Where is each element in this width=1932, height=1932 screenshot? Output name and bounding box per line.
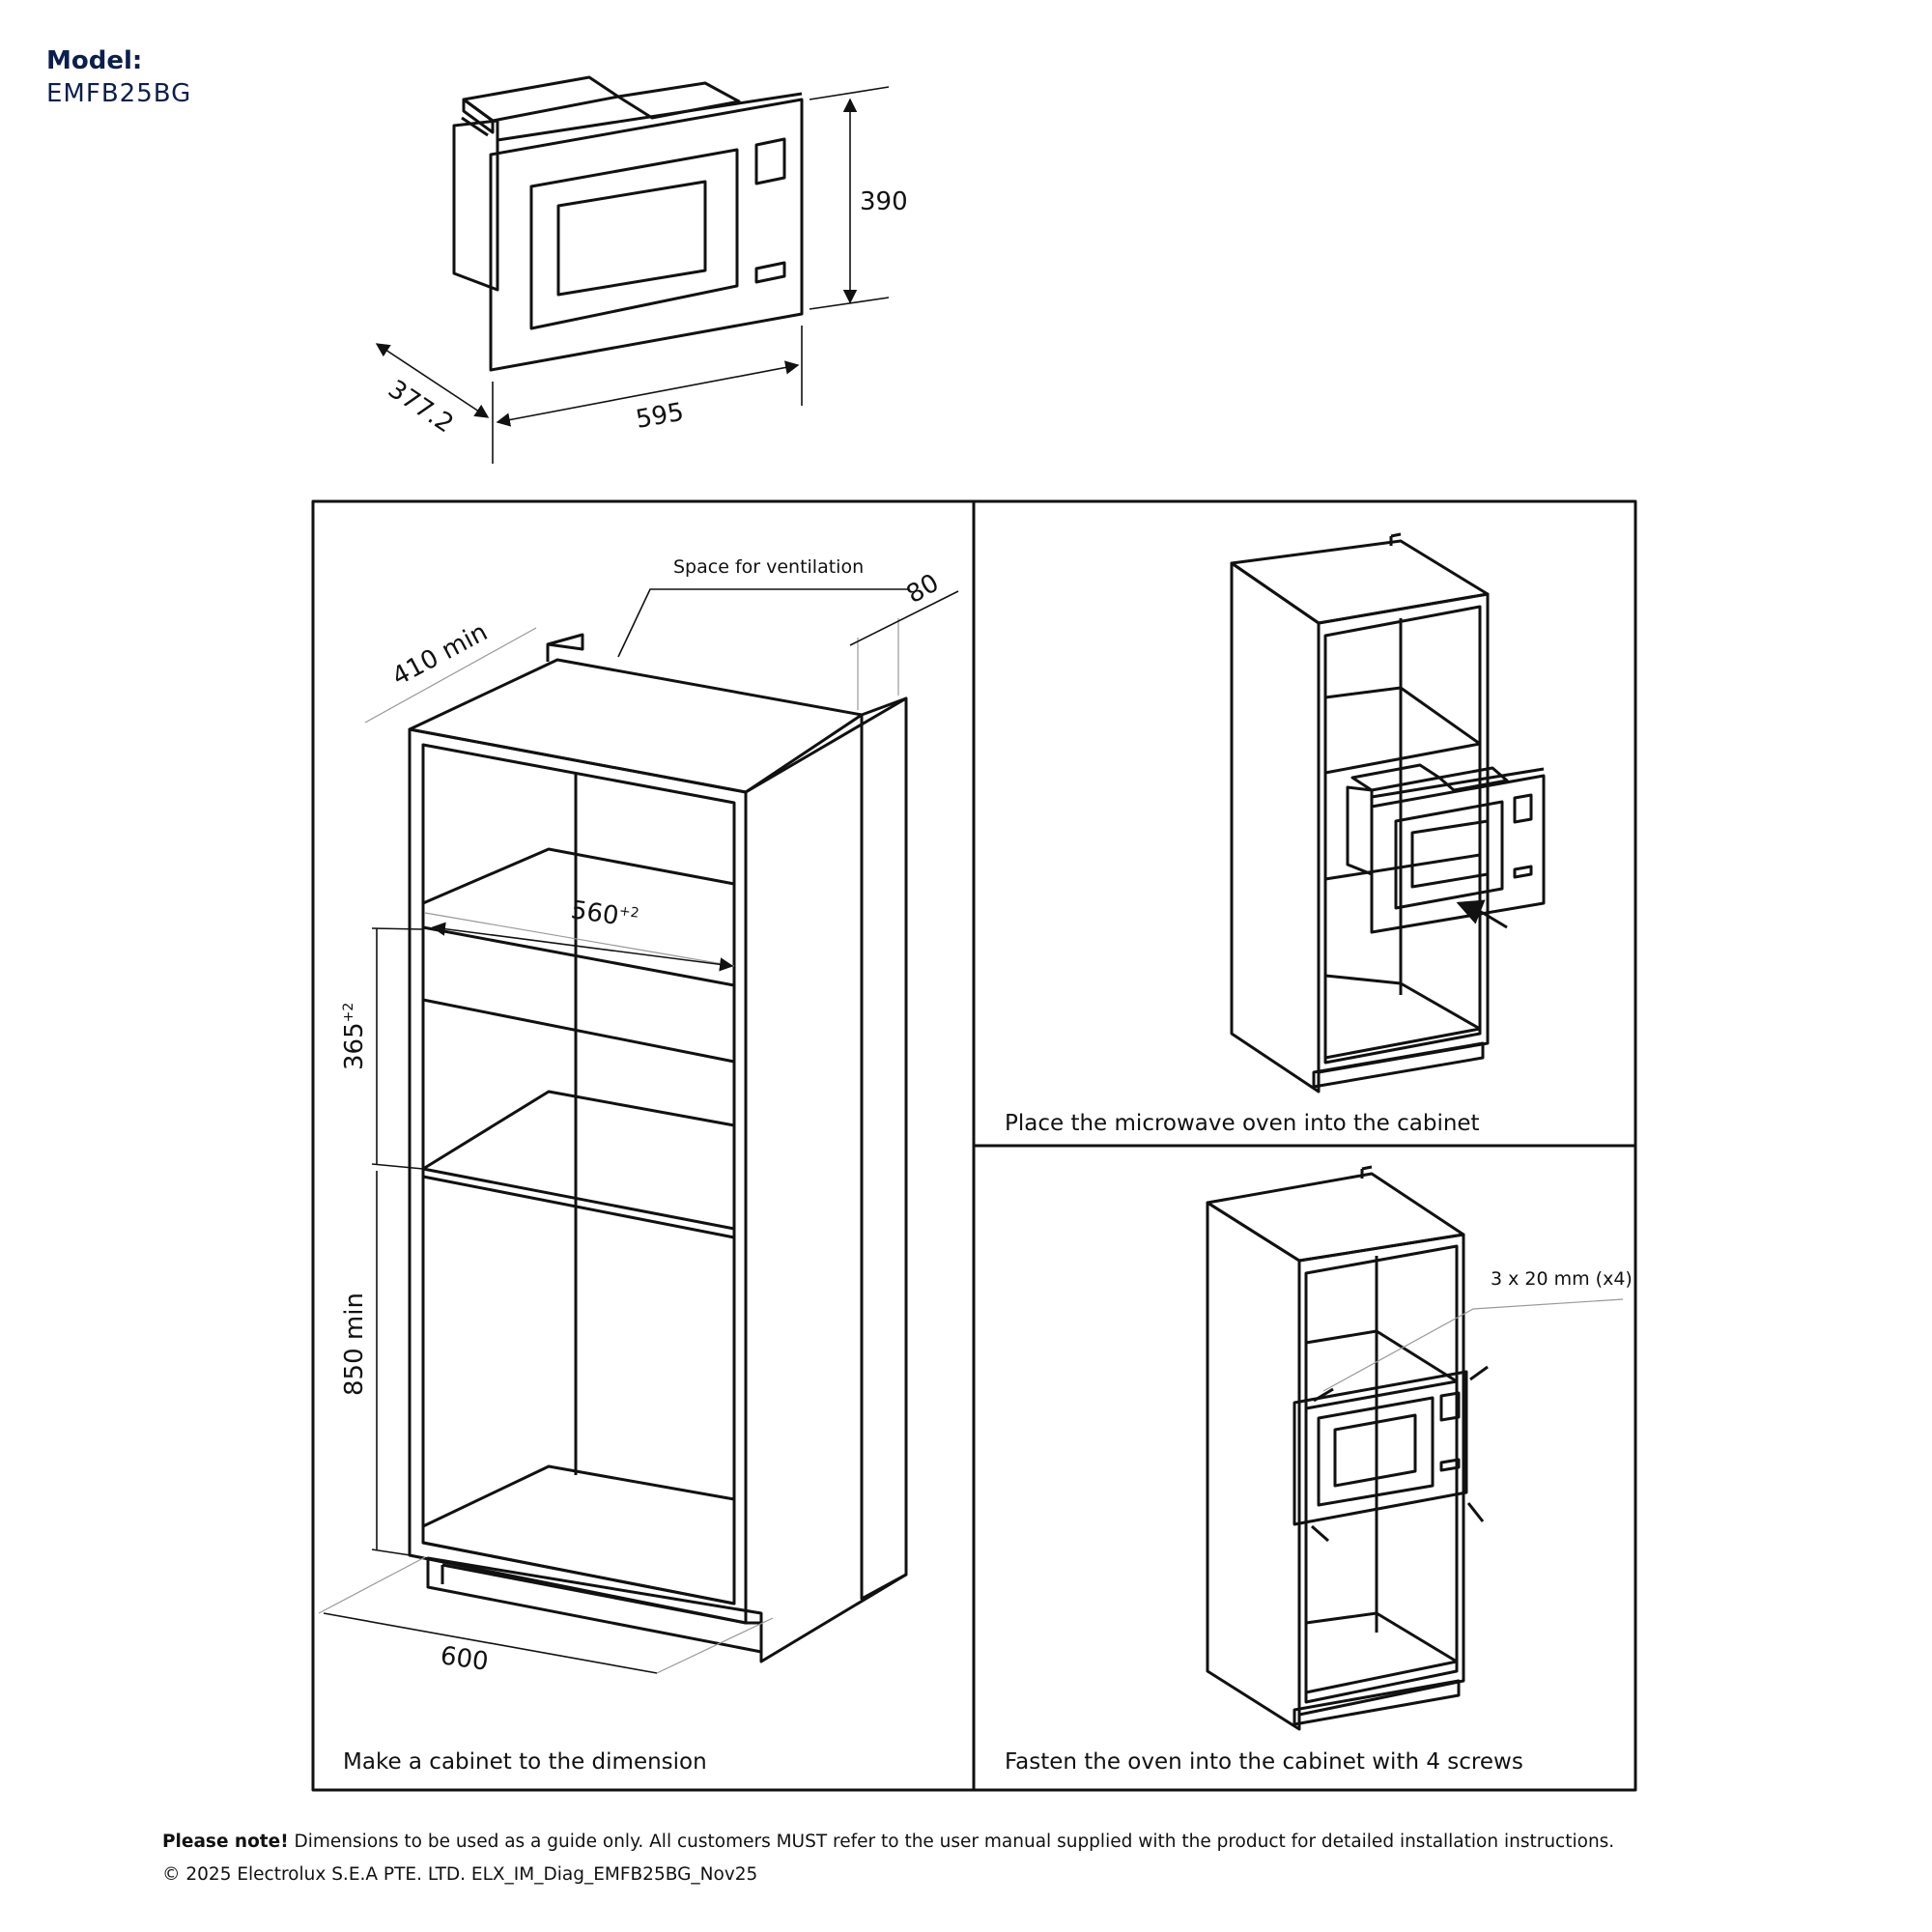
- product-height: 390: [860, 187, 908, 216]
- microwave-dimension-drawing: 390 595 377.2: [375, 75, 908, 464]
- product-depth: 377.2: [383, 375, 458, 439]
- ventilation-label: Space for ventilation: [673, 556, 864, 578]
- panel-2-caption: Place the microwave oven into the cabine…: [1005, 1111, 1480, 1136]
- outer-width: 600: [439, 1641, 490, 1677]
- panel-2-place-microwave: Place the microwave oven into the cabine…: [1005, 532, 1546, 1136]
- screw-bottom-left: [1311, 1524, 1329, 1543]
- niche-height-tolerance: +2: [341, 1003, 356, 1023]
- footer-note: Please note! Dimensions to be used as a …: [162, 1826, 1614, 1859]
- copyright: © 2025 Electrolux S.E.A PTE. LTD. ELX_IM…: [162, 1864, 758, 1885]
- floor-height: 850 min: [340, 1293, 369, 1396]
- panel-1-cabinet-dimensions: Space for ventilation 80 410 min 560+2 3…: [318, 556, 959, 1775]
- cabinet-outline: [408, 633, 908, 1663]
- panel-1-caption: Make a cabinet to the dimension: [343, 1749, 707, 1775]
- niche-height-value: 365: [340, 1022, 369, 1070]
- tall-cabinet-3: [1206, 1165, 1465, 1731]
- model-label: Model:: [46, 46, 143, 75]
- microwave-inserting: [1346, 763, 1546, 934]
- inner-width-value: 560: [569, 895, 620, 931]
- screw-top-left: [1313, 1387, 1334, 1403]
- panel-3-fasten-screws: 3 x 20 mm (x4) Fasten the oven into the …: [1005, 1165, 1633, 1775]
- inner-width-tolerance: +2: [618, 903, 640, 922]
- microwave-trim-kit: [452, 75, 741, 292]
- microwave-front: [489, 92, 804, 372]
- microwave-dimension-lines: [375, 86, 890, 464]
- note-text: Dimensions to be used as a guide only. A…: [288, 1832, 1615, 1852]
- screw-top-right: [1469, 1365, 1489, 1381]
- screw-spec: 3 x 20 mm (x4): [1491, 1268, 1633, 1290]
- footer: Please note! Dimensions to be used as a …: [162, 1826, 1614, 1891]
- ventilation-depth: 80: [902, 569, 945, 611]
- screw-bottom-right: [1466, 1502, 1485, 1522]
- cabinet-dimension-lines: [318, 588, 959, 1674]
- tall-cabinet-2: [1230, 532, 1490, 1094]
- model-block: Model: EMFB25BG: [46, 46, 191, 108]
- niche-height: 365+2: [340, 1003, 369, 1070]
- panel-3-caption: Fasten the oven into the cabinet with 4 …: [1005, 1749, 1523, 1775]
- microwave-installed: [1293, 1370, 1468, 1526]
- screws: [1311, 1298, 1624, 1543]
- model-number: EMFB25BG: [46, 79, 192, 108]
- product-width: 595: [634, 398, 686, 435]
- note-label: Please note!: [162, 1832, 289, 1852]
- inner-width: 560+2: [569, 895, 640, 933]
